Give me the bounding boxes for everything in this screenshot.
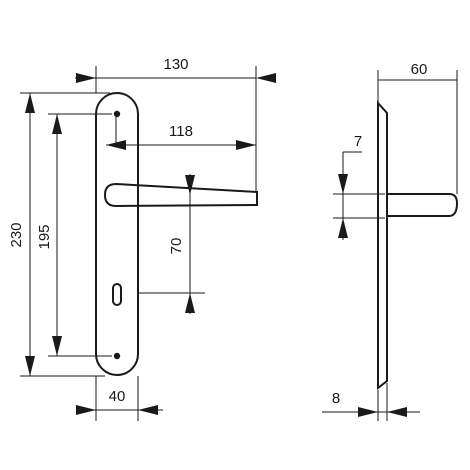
hole-spacing-label: 195 — [36, 224, 53, 249]
projection-label: 60 — [411, 61, 428, 78]
width-dimension: 130 — [76, 56, 276, 83]
plate-width-dimension: 40 — [76, 388, 163, 415]
height-label: 230 — [8, 222, 25, 247]
hole-spacing-dimension: 195 — [36, 114, 62, 356]
front-view: 130 118 230 195 70 — [8, 56, 276, 421]
backplate-outline — [95, 92, 139, 376]
plate-width-label: 40 — [109, 388, 126, 405]
height-dimension: 230 — [8, 93, 35, 376]
top-screw-hole — [113, 110, 121, 118]
lever-reach-dimension: 118 — [106, 123, 256, 150]
side-plate-outline — [377, 100, 388, 391]
projection-dimension: 60 — [378, 61, 457, 81]
lever-thickness-label: 7 — [354, 133, 362, 150]
side-lever-outline — [387, 193, 459, 217]
width-label: 130 — [163, 56, 188, 73]
lever-thickness-dimension: 7 — [338, 133, 362, 240]
lever-outline — [103, 182, 258, 208]
lever-reach-label: 118 — [169, 123, 193, 140]
keyhole-slot — [112, 283, 122, 306]
spindle-keyhole-dimension: 70 — [168, 174, 195, 314]
plate-thickness-label: 8 — [332, 390, 340, 407]
side-view: 60 7 8 — [322, 61, 459, 421]
spindle-keyhole-label: 70 — [168, 238, 185, 255]
plate-thickness-dimension: 8 — [322, 390, 420, 417]
bottom-screw-hole — [113, 352, 121, 360]
